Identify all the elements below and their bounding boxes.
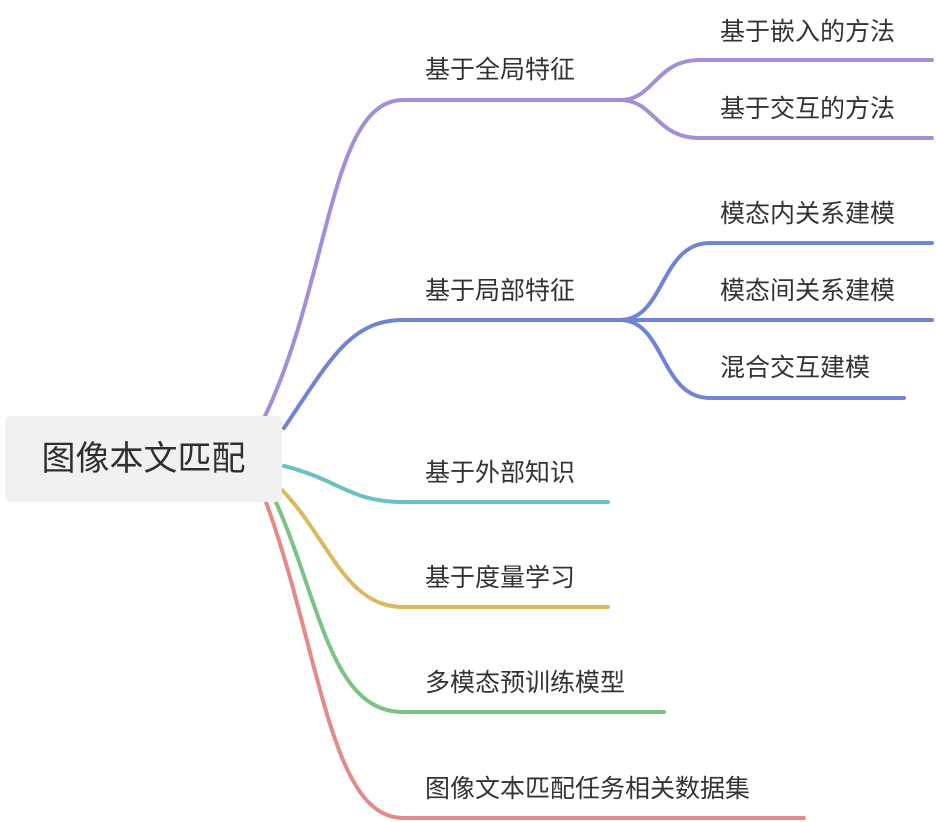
edge-local-hybrid [618,318,906,400]
branch-metric-learning[interactable]: 基于度量学习 [425,563,576,592]
edge-root-multimodal-pretrain [273,498,666,714]
branch-external-knowledge[interactable]: 基于外部知识 [425,458,576,487]
leaf-interaction-method[interactable]: 基于交互的方法 [720,94,896,123]
leaf-embedding-method[interactable]: 基于嵌入的方法 [720,17,896,46]
branch-datasets[interactable]: 图像文本匹配任务相关数据集 [425,774,751,803]
branch-global-feature[interactable]: 基于全局特征 [425,55,576,84]
edge-root-global-feature [263,98,622,418]
leaf-intra-modal[interactable]: 模态内关系建模 [720,199,896,228]
edge-root-metric-learning [280,488,610,609]
leaf-hybrid-interaction[interactable]: 混合交互建模 [720,353,871,382]
root-node-label: 图像本文匹配 [41,439,246,479]
branch-multimodal-pretrain[interactable]: 多模态预训练模型 [425,668,626,697]
edge-root-local-feature [282,318,622,430]
root-node[interactable]: 图像本文匹配 [5,416,282,502]
edge-root-datasets [264,500,806,820]
leaf-inter-modal[interactable]: 模态间关系建模 [720,276,896,305]
edge-local-intra [618,241,934,322]
edge-global-embedding [618,58,934,102]
branch-local-feature[interactable]: 基于局部特征 [425,276,576,305]
edge-root-external-knowledge [282,464,610,504]
edge-global-interaction [618,98,934,140]
